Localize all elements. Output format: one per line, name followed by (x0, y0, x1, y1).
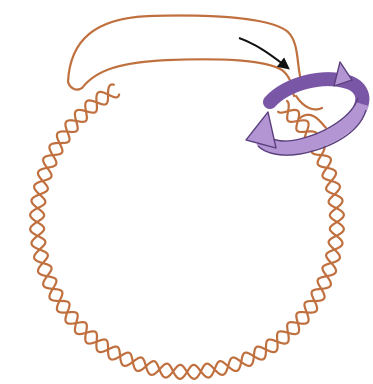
loop-left-join (68, 82, 82, 90)
rotation-band-arrowhead (246, 112, 276, 148)
rotation-band-front (262, 104, 362, 148)
helix-strand-a (30, 92, 344, 379)
helix-through-band (296, 96, 326, 128)
rotation-band-back (270, 79, 362, 108)
circular-dna-double-helix (30, 84, 344, 378)
